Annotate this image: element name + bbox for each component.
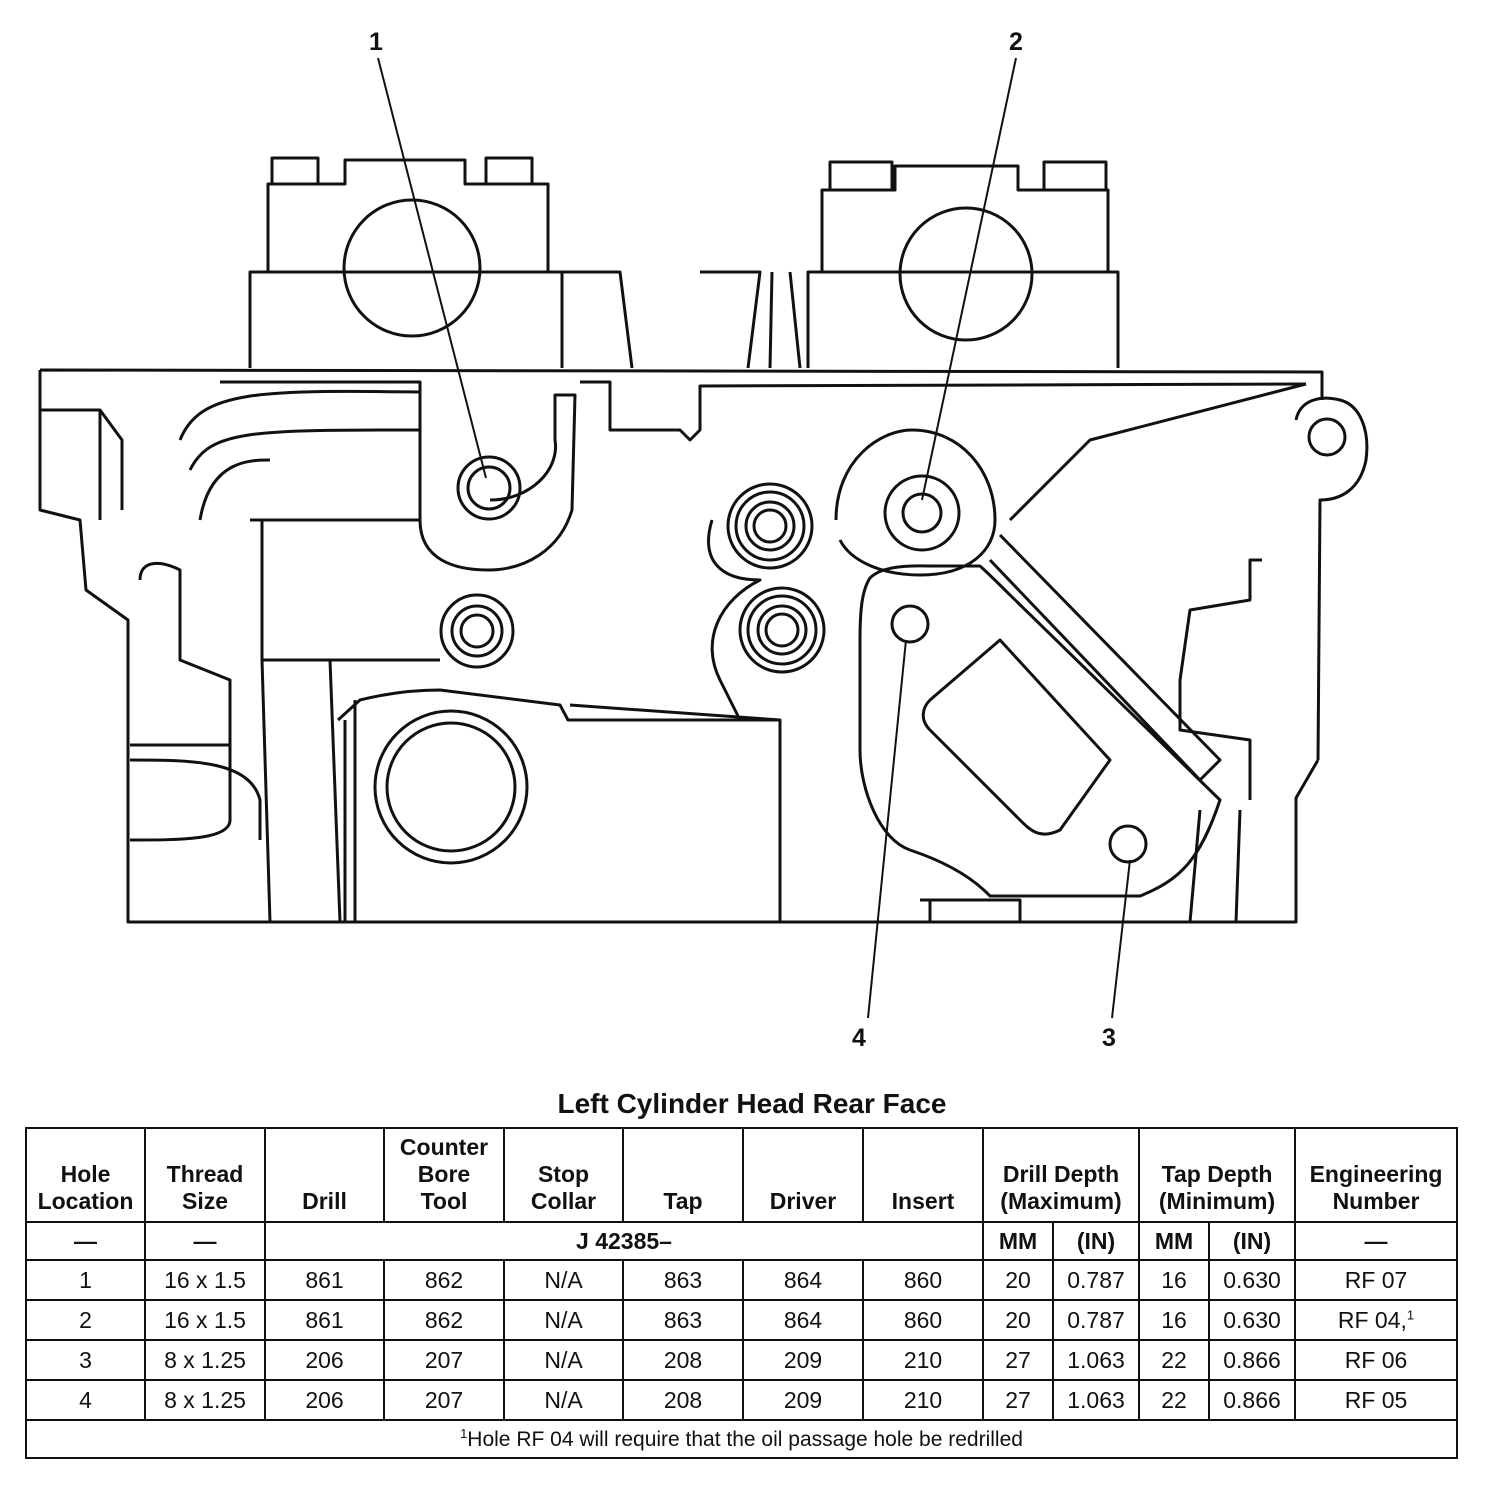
cell-thread: 8 x 1.25 — [144, 1339, 266, 1381]
cell-drill: 206 — [264, 1379, 385, 1421]
cell-drill-in: 0.787 — [1052, 1299, 1140, 1341]
cell-engineering: RF 04,1 — [1294, 1299, 1459, 1341]
callout-1: 1 — [369, 28, 383, 56]
cell-tap: 208 — [622, 1379, 744, 1421]
cell-thread: 8 x 1.25 — [144, 1379, 266, 1421]
cell-hole: 1 — [25, 1259, 146, 1301]
units-tap-in: (IN) — [1207, 1221, 1297, 1261]
cell-tap: 863 — [622, 1259, 744, 1301]
footnote-marker: 1 — [460, 1426, 468, 1441]
cell-tap-mm: 16 — [1138, 1259, 1210, 1301]
footnote: 1Hole RF 04 will require that the oil pa… — [24, 1419, 1459, 1459]
header-driver: Driver — [742, 1127, 864, 1223]
hole-1-circle — [466, 465, 512, 511]
cell-insert: 210 — [862, 1339, 984, 1381]
cell-insert: 860 — [862, 1259, 984, 1301]
cell-counter-bore: 862 — [383, 1299, 505, 1341]
hole-2-circle — [901, 492, 943, 534]
cell-hole: 4 — [25, 1379, 146, 1421]
cam-cap-right — [806, 160, 1120, 368]
units-thread-size: — — [144, 1221, 266, 1261]
header-tap-depth: Tap Depth(Minimum) — [1137, 1127, 1297, 1223]
callout-3: 3 — [1102, 1024, 1116, 1052]
units-hole-location: — — [25, 1221, 146, 1261]
cell-engineering: RF 06 — [1294, 1339, 1459, 1381]
cell-counter-bore: 862 — [383, 1259, 505, 1301]
engineering-value: RF 04, — [1337, 1306, 1407, 1333]
header-drill-depth: Drill Depth(Maximum) — [982, 1127, 1140, 1223]
callout-4: 4 — [852, 1024, 866, 1052]
cell-drill-in: 1.063 — [1052, 1379, 1140, 1421]
footnote-row: 1Hole RF 04 will require that the oil pa… — [24, 1419, 1459, 1459]
cell-tap-mm: 22 — [1138, 1339, 1210, 1381]
units-row: — — J 42385– MM (IN) MM (IN) — — [25, 1221, 1459, 1261]
units-drill-mm: MM — [982, 1221, 1054, 1261]
cell-tap-mm: 16 — [1138, 1299, 1210, 1341]
units-tool-set: J 42385– — [264, 1221, 984, 1261]
cell-drill-in: 0.787 — [1052, 1259, 1140, 1301]
header-tap: Tap — [622, 1127, 744, 1223]
footnote-ref: 1 — [1406, 1306, 1415, 1322]
cell-insert: 860 — [862, 1299, 984, 1341]
cell-engineering: RF 05 — [1294, 1379, 1459, 1421]
cell-drill-mm: 27 — [982, 1339, 1054, 1381]
head-body-outline — [38, 368, 1324, 924]
cell-insert: 210 — [862, 1379, 984, 1421]
cell-driver: 864 — [742, 1299, 864, 1341]
cell-stop-collar: N/A — [503, 1259, 624, 1301]
cell-stop-collar: N/A — [503, 1379, 624, 1421]
cell-driver: 209 — [742, 1379, 864, 1421]
units-engineering: — — [1294, 1221, 1459, 1261]
footnote-text: Hole RF 04 will require that the oil pas… — [467, 1428, 1023, 1451]
cell-drill: 861 — [264, 1299, 385, 1341]
cam-cap-left — [248, 156, 564, 368]
cell-hole: 3 — [25, 1339, 146, 1381]
cell-tap: 208 — [622, 1339, 744, 1381]
cell-tap-in: 0.630 — [1207, 1259, 1297, 1301]
cell-thread: 16 x 1.5 — [144, 1259, 266, 1301]
cell-hole: 2 — [25, 1299, 146, 1341]
cell-tap-in: 0.866 — [1207, 1379, 1297, 1421]
cell-thread: 16 x 1.5 — [144, 1299, 266, 1341]
header-insert: Insert — [862, 1127, 984, 1223]
cell-stop-collar: N/A — [503, 1339, 624, 1381]
cell-drill-in: 1.063 — [1052, 1339, 1140, 1381]
table-row: 1 16 x 1.5 861 862 N/A 863 864 860 20 0.… — [25, 1259, 1459, 1301]
hole-4-circle — [890, 604, 930, 644]
units-drill-in: (IN) — [1052, 1221, 1140, 1261]
callout-2: 2 — [1009, 28, 1023, 56]
cell-tap: 863 — [622, 1299, 744, 1341]
cell-counter-bore: 207 — [383, 1379, 505, 1421]
table-row: 4 8 x 1.25 206 207 N/A 208 209 210 27 1.… — [25, 1379, 1459, 1421]
cylinder-head-drawing — [38, 57, 1369, 1019]
table-title: Left Cylinder Head Rear Face — [557, 1088, 947, 1119]
cell-drill-mm: 27 — [982, 1379, 1054, 1421]
cell-drill-mm: 20 — [982, 1259, 1054, 1301]
cell-tap-in: 0.630 — [1207, 1299, 1297, 1341]
cell-tap-mm: 22 — [1138, 1379, 1210, 1421]
hole-3-circle — [1108, 824, 1148, 864]
header-drill: Drill — [264, 1127, 385, 1223]
cell-counter-bore: 207 — [383, 1339, 505, 1381]
cell-drill: 206 — [264, 1339, 385, 1381]
cell-stop-collar: N/A — [503, 1299, 624, 1341]
cell-engineering: RF 07 — [1294, 1259, 1459, 1301]
table-row: 2 16 x 1.5 861 862 N/A 863 864 860 20 0.… — [25, 1299, 1459, 1341]
cell-tap-in: 0.866 — [1207, 1339, 1297, 1381]
cell-drill: 861 — [264, 1259, 385, 1301]
cell-driver: 864 — [742, 1259, 864, 1301]
units-tap-mm: MM — [1138, 1221, 1210, 1261]
cell-driver: 209 — [742, 1339, 864, 1381]
table-row: 3 8 x 1.25 206 207 N/A 208 209 210 27 1.… — [25, 1339, 1459, 1381]
cell-drill-mm: 20 — [982, 1299, 1054, 1341]
